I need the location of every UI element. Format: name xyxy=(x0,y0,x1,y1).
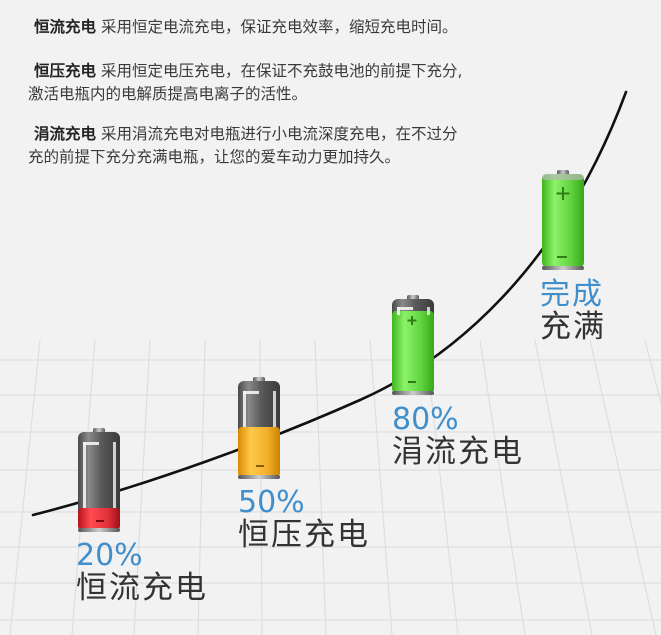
stage-name: 涓流充电 xyxy=(392,434,524,470)
stage-percent: 完成 xyxy=(540,277,604,312)
stage-label-constant-current: 20% 恒流充电 xyxy=(76,541,208,604)
stage-percent: 20% xyxy=(76,538,143,573)
stage-percent: 50% xyxy=(238,485,305,520)
description-title: 恒压充电 xyxy=(34,62,97,80)
stage-label-full: 完成 充满 xyxy=(540,280,606,343)
description-text: 采用恒定电压充电，在保证不充鼓电池的前提下充分, xyxy=(101,62,463,80)
description-text-continued: 激活电瓶内的电解质提高电离子的活性。 xyxy=(28,85,308,103)
description-text: 采用涓流充电对电瓶进行小电流深度充电，在不过分 xyxy=(101,125,458,143)
stage-name: 充满 xyxy=(540,309,606,345)
description-title: 涓流充电 xyxy=(34,125,97,143)
description-constant-current: 恒流充电采用恒定电流充电，保证充电效率，缩短充电时间。 xyxy=(34,16,634,39)
description-constant-voltage: 恒压充电采用恒定电压充电，在保证不充鼓电池的前提下充分, 激活电瓶内的电解质提高… xyxy=(28,60,634,106)
description-title: 恒流充电 xyxy=(34,18,97,36)
stage-label-constant-voltage: 50% 恒压充电 xyxy=(238,488,370,551)
stage-percent: 80% xyxy=(392,402,459,437)
battery-high-icon xyxy=(390,295,436,397)
description-block: 恒流充电采用恒定电流充电，保证充电效率，缩短充电时间。 恒压充电采用恒定电压充电… xyxy=(28,16,634,186)
battery-full-icon xyxy=(540,170,586,272)
description-text-continued: 充的前提下充分充满电瓶，让您的爱车动力更加持久。 xyxy=(28,148,401,166)
stage-label-trickle: 80% 涓流充电 xyxy=(392,405,524,468)
battery-half-icon xyxy=(236,377,282,481)
stage-name: 恒流充电 xyxy=(76,570,208,606)
stage-name: 恒压充电 xyxy=(238,517,370,553)
battery-low-icon xyxy=(76,428,122,534)
description-text: 采用恒定电流充电，保证充电效率，缩短充电时间。 xyxy=(101,18,458,36)
description-trickle: 涓流充电采用涓流充电对电瓶进行小电流深度充电，在不过分 充的前提下充分充满电瓶，… xyxy=(28,123,634,169)
